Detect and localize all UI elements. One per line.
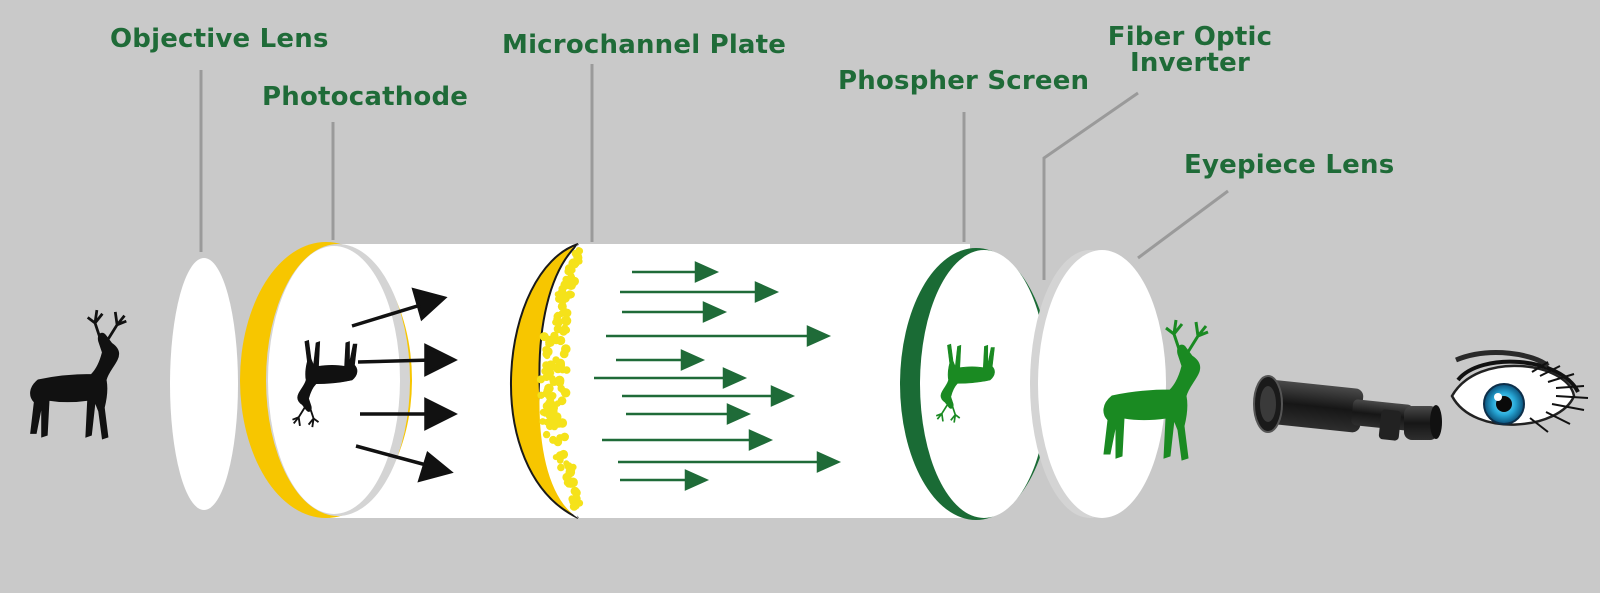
mcp-dot <box>553 324 563 334</box>
mcp-dot <box>539 408 548 416</box>
electron-arrow <box>632 261 720 283</box>
mcp-dot <box>568 495 576 503</box>
mcp-dot <box>543 346 553 357</box>
mcp-dot <box>560 432 569 442</box>
label-photocathode: Photocathode <box>262 82 469 112</box>
mcp-dot <box>557 463 565 472</box>
mcp-dot <box>560 306 567 313</box>
mcp-dot <box>542 430 551 439</box>
mcp-dot <box>552 412 562 422</box>
mcp-dot <box>555 451 566 461</box>
electron-arrow <box>626 403 752 425</box>
mcp-dot <box>556 359 564 366</box>
eyepiece-lens <box>1038 250 1166 518</box>
electron-arrow <box>602 429 774 451</box>
night-vision-scope-icon <box>1253 375 1442 441</box>
mcp-dot <box>556 335 566 346</box>
microchannel-dots <box>536 247 584 511</box>
label-fiber-optic-inverter: Fiber Optic Inverter <box>1100 24 1280 76</box>
leader-lines <box>199 64 1229 280</box>
mcp-dot <box>570 486 580 496</box>
mcp-dot <box>573 502 580 510</box>
mcp-dot <box>562 472 572 482</box>
photon-arrows <box>351 287 458 483</box>
mcp-dot <box>545 341 552 348</box>
mcp-dot <box>561 316 569 324</box>
mcp-dot <box>550 331 559 341</box>
mcp-dot <box>546 392 555 402</box>
electron-arrow <box>606 325 832 347</box>
label-fiber-optic-inverter-line2: Inverter <box>1129 48 1251 78</box>
leader-eyepiece-lens <box>1137 189 1229 260</box>
mcp-dot <box>549 435 558 444</box>
mcp-dot <box>567 466 576 475</box>
mcp-dot <box>558 284 567 293</box>
label-phospher-screen: Phospher Screen <box>838 66 1090 96</box>
label-microchannel-plate: Microchannel Plate <box>502 30 787 60</box>
electron-arrow <box>620 469 710 491</box>
mcp-dot <box>547 369 555 377</box>
mcp-dot <box>543 387 551 395</box>
mcp-dot <box>537 391 545 399</box>
mcp-dot <box>550 422 559 431</box>
mcp-dot <box>557 396 567 406</box>
mcp-dot <box>554 311 561 319</box>
label-eyepiece-lens: Eyepiece Lens <box>1184 150 1395 180</box>
mcp-dot <box>569 276 580 286</box>
mcp-dot <box>545 411 555 420</box>
label-objective-lens: Objective Lens <box>110 24 329 54</box>
mcp-dot <box>562 366 571 374</box>
eye-icon <box>1450 350 1589 433</box>
mcp-dot <box>563 460 570 467</box>
mcp-dot <box>539 418 547 425</box>
mcp-dot <box>559 349 569 359</box>
electron-arrow <box>618 451 842 473</box>
electron-arrow <box>616 349 706 371</box>
electron-arrow <box>594 367 748 389</box>
mcp-dot <box>576 247 584 255</box>
mcp-dot <box>561 324 568 331</box>
mcp-dot <box>567 272 575 279</box>
label-fiber-optic-inverter-line1: Fiber Optic <box>1107 22 1273 52</box>
mcp-dot <box>547 361 557 371</box>
deer-silhouette-icon <box>29 308 128 441</box>
electron-arrows <box>594 261 842 491</box>
mcp-dot <box>555 377 565 387</box>
electron-arrow <box>622 385 796 407</box>
mcp-dot <box>576 258 583 265</box>
phospher-screen-disc <box>900 248 1052 520</box>
mcp-dot <box>565 290 574 299</box>
objective-lens <box>170 258 238 510</box>
electron-arrow <box>620 281 780 303</box>
leader-fiber-optic-inverter <box>1042 91 1139 280</box>
mcp-dot <box>564 264 574 273</box>
electron-arrow <box>622 301 728 323</box>
